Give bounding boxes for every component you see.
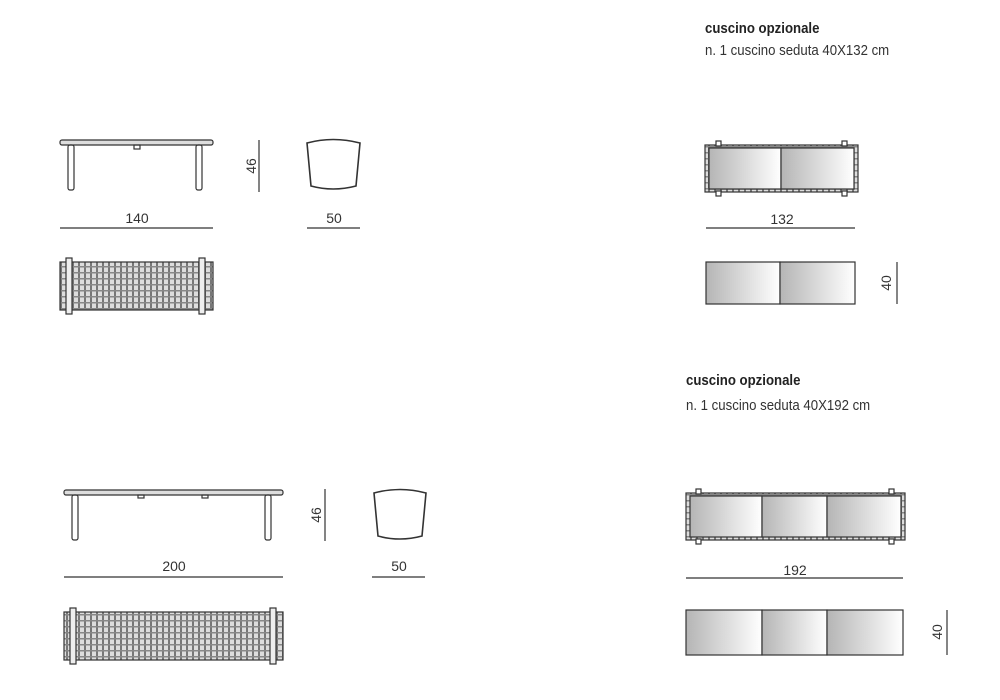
cushion-192-on-bench-top-view xyxy=(685,488,906,545)
cushion-132-on-bench-top-view xyxy=(704,140,859,197)
dimension-label-length: 140 xyxy=(125,210,149,226)
cushion-description: n. 1 cuscino seduta 40X192 cm xyxy=(686,397,871,414)
cushion-192-top-view xyxy=(685,609,904,656)
dimension-label-depth: 40 xyxy=(878,275,894,291)
bench-140-top-view xyxy=(59,257,214,315)
dimension-label-depth: 40 xyxy=(929,624,945,640)
bench-140-side-view xyxy=(59,139,214,191)
dimension-label-length: 192 xyxy=(783,562,807,578)
dimension-label-height: 46 xyxy=(308,507,324,523)
cushion-title: cuscino opzionale xyxy=(686,372,801,389)
bench-200-top-view xyxy=(63,607,284,665)
cushion-description: n. 1 cuscino seduta 40X132 cm xyxy=(705,42,890,59)
dimension-label-depth: 50 xyxy=(391,558,407,574)
dimension-label-length: 200 xyxy=(162,558,186,574)
bench-140-end-view xyxy=(306,138,361,190)
dimension-label-depth: 50 xyxy=(326,210,342,226)
dimension-label-length: 132 xyxy=(770,211,794,227)
bench-200-end-view xyxy=(373,488,427,540)
bench-200-side-view xyxy=(63,489,284,541)
dimension-label-height: 46 xyxy=(243,158,259,174)
cushion-132-top-view xyxy=(705,261,856,305)
cushion-title: cuscino opzionale xyxy=(705,20,820,37)
